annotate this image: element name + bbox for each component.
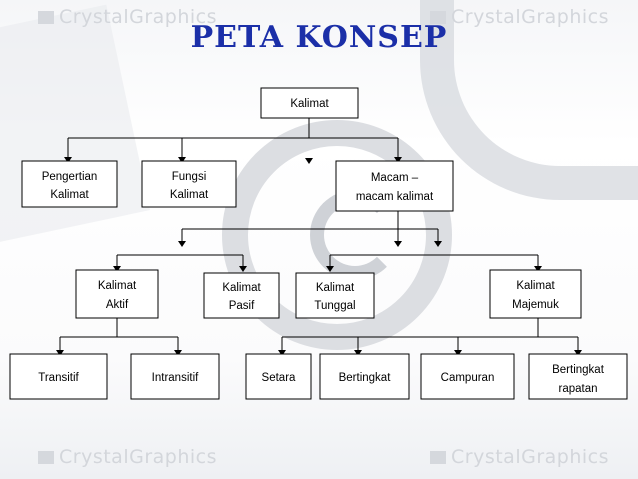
node-macam-line1: Macam – [371, 172, 419, 184]
node-aktif-line1: Kalimat [98, 280, 137, 292]
node-kalimat-line1: Kalimat [290, 98, 329, 110]
node-majemuk-line2: Majemuk [512, 299, 559, 311]
node-macam-line2: macam kalimat [356, 191, 434, 203]
crystal-logo-icon [430, 11, 446, 24]
node-pasif-line2: Pasif [229, 300, 255, 312]
watermark-bottom-left: CrystalGraphics [38, 446, 217, 468]
node-tunggal: Kalimat Tunggal [295, 272, 375, 319]
arrowhead-pengertian [64, 157, 72, 163]
node-fungsi-line1: Fungsi [172, 171, 207, 183]
node-macam: Macam – macam kalimat [335, 160, 454, 212]
watermark-text: CrystalGraphics [451, 446, 609, 468]
arrowhead-kalimat [305, 158, 313, 164]
node-aktif: Kalimat Aktif [75, 269, 159, 319]
watermark-bottom-right: CrystalGraphics [430, 446, 609, 468]
node-campuran-line1: Campuran [441, 372, 495, 384]
arrowhead-bus-right [434, 241, 442, 247]
node-kalimat: Kalimat [260, 87, 359, 119]
node-aktif-line2: Aktif [106, 299, 129, 311]
page-title: PETA KONSEP [190, 20, 448, 55]
arrowhead-fungsi [178, 157, 186, 163]
watermark-top-right: CrystalGraphics [430, 6, 609, 28]
arrowhead-majemuk [534, 266, 542, 272]
arrowhead-intransitif [174, 350, 182, 356]
node-campuran: Campuran [420, 353, 515, 400]
arrowhead-bertingkat [354, 350, 362, 356]
arrowhead-macam [394, 157, 402, 163]
node-bertingkat-line1: Bertingkat [339, 372, 392, 384]
connectors [59, 118, 579, 350]
watermark-top-left: CrystalGraphics [38, 6, 217, 28]
node-pasif: Kalimat Pasif [203, 272, 280, 319]
node-majemuk: Kalimat Majemuk [489, 269, 582, 319]
arrowhead-transitif [56, 350, 64, 356]
node-bertingkat: Bertingkat [319, 353, 410, 400]
node-majemuk-line1: Kalimat [516, 280, 555, 292]
arrowhead-bus-tunggal [394, 241, 402, 247]
node-intransitif-line1: Intransitif [152, 372, 199, 384]
node-fungsi: Fungsi Kalimat [141, 160, 237, 208]
arrowheads [56, 157, 582, 356]
node-setara: Setara [245, 353, 312, 400]
watermark-text: CrystalGraphics [451, 6, 609, 28]
node-rapatan: Bertingkat rapatan [528, 353, 628, 400]
arrowhead-pasif [239, 266, 247, 272]
watermark-text: CrystalGraphics [59, 446, 217, 468]
arrowhead-rapatan [574, 350, 582, 356]
node-intransitif: Intransitif [130, 353, 220, 400]
arrowhead-campuran [454, 350, 462, 356]
node-pengertian-line2: Kalimat [50, 189, 89, 201]
node-rapatan-line2: rapatan [558, 383, 597, 395]
node-setara-line1: Setara [262, 372, 296, 384]
node-transitif-line1: Transitif [38, 372, 79, 384]
node-tunggal-line2: Tunggal [314, 300, 355, 312]
node-tunggal-line1: Kalimat [316, 282, 355, 294]
node-pengertian: Pengertian Kalimat [21, 160, 118, 208]
arrowhead-aktif [113, 266, 121, 272]
node-pengertian-line1: Pengertian [42, 171, 98, 183]
crystal-logo-icon [430, 451, 446, 464]
crystal-logo-icon [38, 11, 54, 24]
node-transitif: Transitif [9, 353, 108, 400]
crystal-logo-icon [38, 451, 54, 464]
arrowhead-bus-left [178, 241, 186, 247]
arrowhead-tunggal [326, 266, 334, 272]
node-pasif-line1: Kalimat [222, 282, 261, 294]
watermark-text: CrystalGraphics [59, 6, 217, 28]
arrowhead-setara [278, 350, 286, 356]
node-rapatan-line1: Bertingkat [552, 364, 605, 376]
node-fungsi-line2: Kalimat [170, 189, 209, 201]
